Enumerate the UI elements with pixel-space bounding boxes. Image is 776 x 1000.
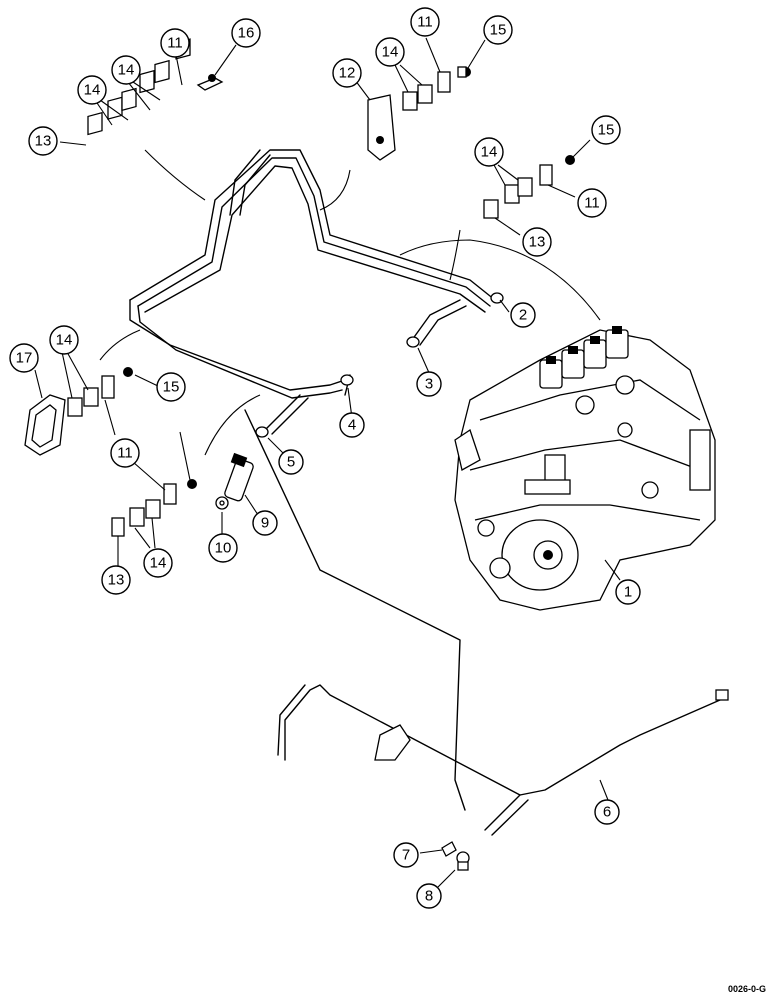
callout-6: 6 (594, 799, 620, 825)
injection-pump (454, 326, 716, 611)
callout-2-label: 2 (519, 307, 527, 324)
callout-11-lower-left: 11 (110, 438, 140, 468)
callout-10-label: 10 (215, 540, 232, 557)
callout-15-label: 15 (163, 379, 180, 396)
callout-16: 16 (231, 18, 261, 48)
leak-off-line (244, 409, 729, 836)
callout-15-label: 15 (490, 22, 507, 39)
callout-11-label: 11 (167, 35, 183, 52)
callout-3: 3 (416, 371, 442, 397)
callout-14-b: 14 (77, 75, 107, 105)
callout-14-a: 14 (111, 55, 141, 85)
bracket-17 (24, 394, 66, 456)
callout-4-label: 4 (348, 417, 356, 434)
callout-6-label: 6 (603, 804, 611, 821)
callout-1: 1 (615, 579, 641, 605)
callout-1-label: 1 (624, 584, 632, 601)
callout-14-label: 14 (56, 332, 73, 349)
injector (215, 452, 254, 510)
injection-line-bundle (129, 149, 504, 438)
bracket-12 (367, 94, 396, 161)
callout-13-label: 13 (108, 572, 125, 589)
callout-13-right: 13 (522, 227, 552, 257)
callout-11-label: 11 (117, 445, 133, 462)
callout-14-label: 14 (118, 62, 135, 79)
callout-13-left: 13 (28, 126, 58, 156)
callout-9: 9 (252, 510, 278, 536)
callout-5: 5 (278, 449, 304, 475)
callout-15-top: 15 (483, 15, 513, 45)
callout-15-label: 15 (598, 122, 615, 139)
callout-3-label: 3 (425, 376, 433, 393)
callout-14-e: 14 (49, 325, 79, 355)
callout-17-label: 17 (16, 350, 33, 367)
callout-11-right: 11 (577, 188, 607, 218)
callout-15-left: 15 (156, 372, 186, 402)
callout-15-right: 15 (591, 115, 621, 145)
callout-10: 10 (208, 533, 238, 563)
callout-2: 2 (510, 302, 536, 328)
callout-14-label: 14 (150, 555, 167, 572)
figure-code: 0026-0-G (728, 984, 766, 994)
callout-4: 4 (339, 412, 365, 438)
callout-14-c: 14 (375, 37, 405, 67)
callout-17: 17 (9, 343, 39, 373)
callout-7-label: 7 (402, 847, 410, 864)
callout-13-label: 13 (35, 133, 52, 150)
callout-9-label: 9 (261, 515, 269, 532)
callout-11-top-right: 11 (410, 7, 440, 37)
callout-14-f: 14 (143, 548, 173, 578)
callout-5-label: 5 (287, 454, 295, 471)
callout-13-label: 13 (529, 234, 546, 251)
callout-14-label: 14 (84, 82, 101, 99)
callout-14-label: 14 (481, 144, 498, 161)
callout-13-lower: 13 (101, 565, 131, 595)
callout-14-label: 14 (382, 44, 399, 61)
callout-11-label: 11 (584, 195, 600, 212)
callout-11-label: 11 (417, 14, 433, 31)
callout-12-label: 12 (339, 65, 356, 82)
clamp-location-arcs (99, 149, 601, 456)
callout-14-d: 14 (474, 137, 504, 167)
callout-8: 8 (416, 883, 442, 909)
callout-7: 7 (393, 842, 419, 868)
callout-11-top-left: 11 (160, 28, 190, 58)
leader-lines (34, 37, 621, 893)
callout-12: 12 (332, 58, 362, 88)
clamp-hardware (67, 38, 575, 871)
callout-8-label: 8 (425, 888, 433, 905)
callout-16-label: 16 (238, 25, 255, 42)
